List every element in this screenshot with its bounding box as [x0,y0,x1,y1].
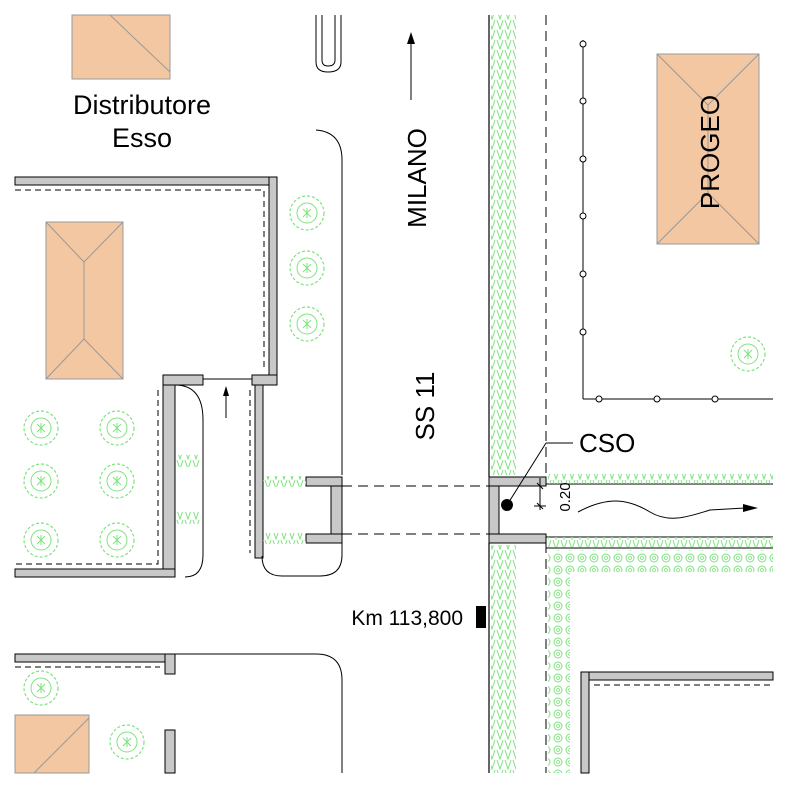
label-ss11: SS 11 [410,372,440,441]
road-lines [174,15,773,773]
north-arrow-icon [407,32,415,100]
label-dimension: 0.20 [557,482,574,511]
tree-icon [99,410,135,446]
hedge [548,550,773,773]
dimension-mark [534,478,546,510]
label-distributore: Distributore [73,90,211,120]
cso-point [501,442,573,511]
progeo-fence [579,40,773,403]
tree-icon [23,463,59,499]
tree-icon [23,522,59,558]
tree-icon [23,410,59,446]
building-progeo [656,53,760,245]
tree-icon [23,670,59,706]
entry-arrow-icon [223,386,229,418]
grass-strips [176,15,773,773]
tree-icon [289,306,325,342]
label-esso: Esso [112,123,172,153]
tree-icon [289,250,325,286]
walls [14,176,774,774]
label-milano: MILANO [402,128,432,228]
building-bottom-left [14,714,90,774]
wall-dashes [15,189,773,686]
label-km: Km 113,800 [351,607,463,630]
tree-icon [730,336,766,372]
culvert [342,15,547,773]
building-esso-top [71,14,171,80]
tree-icon [109,724,145,760]
building-left [45,221,124,380]
label-progeo: PROGEO [695,95,725,209]
tree-icon [289,195,325,231]
tree-icon [99,463,135,499]
tree-icon [99,522,135,558]
flow-arrow-icon [577,500,758,519]
label-cso: CSO [579,428,635,458]
km-marker-icon [476,606,486,628]
